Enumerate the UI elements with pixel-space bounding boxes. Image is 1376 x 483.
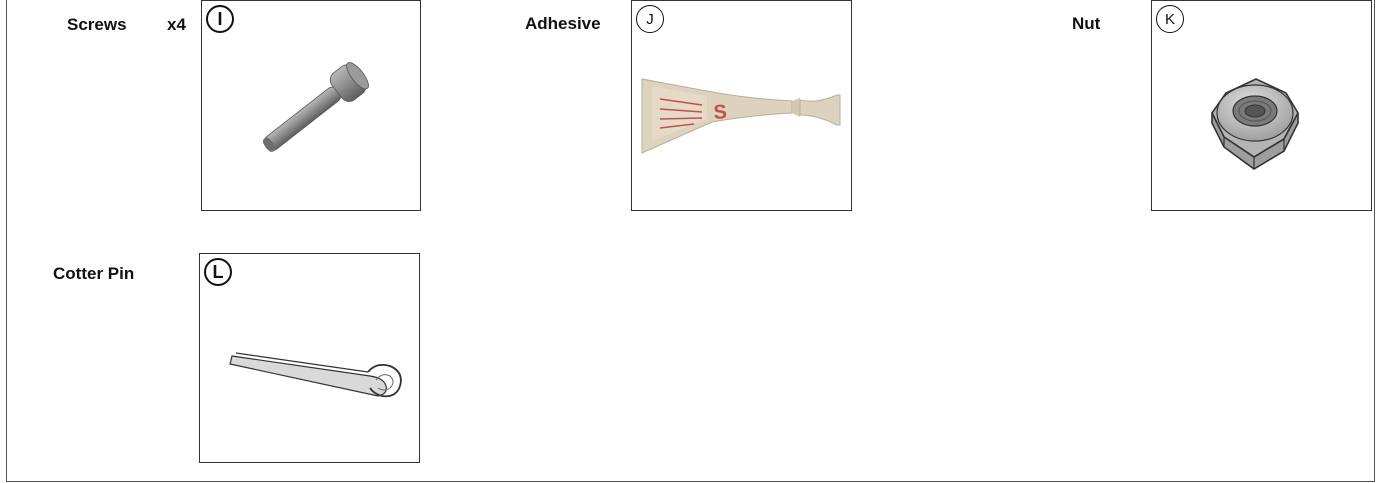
part-quantity-screws: x4 bbox=[167, 15, 186, 35]
part-box-nut: K bbox=[1151, 0, 1372, 211]
hex-nut-icon bbox=[1152, 1, 1371, 210]
part-box-screws: I bbox=[201, 0, 421, 211]
cotter-pin-icon bbox=[200, 254, 419, 462]
part-label-adhesive: Adhesive bbox=[525, 14, 601, 34]
svg-text:S: S bbox=[713, 101, 728, 124]
part-label-screws: Screws bbox=[67, 15, 127, 35]
part-box-cotter-pin: L bbox=[199, 253, 420, 463]
part-label-cotter-pin: Cotter Pin bbox=[53, 264, 134, 284]
adhesive-tube-icon: S bbox=[632, 1, 851, 210]
part-label-nut: Nut bbox=[1072, 14, 1100, 34]
part-box-adhesive: J S bbox=[631, 0, 852, 211]
screw-icon bbox=[202, 1, 420, 210]
